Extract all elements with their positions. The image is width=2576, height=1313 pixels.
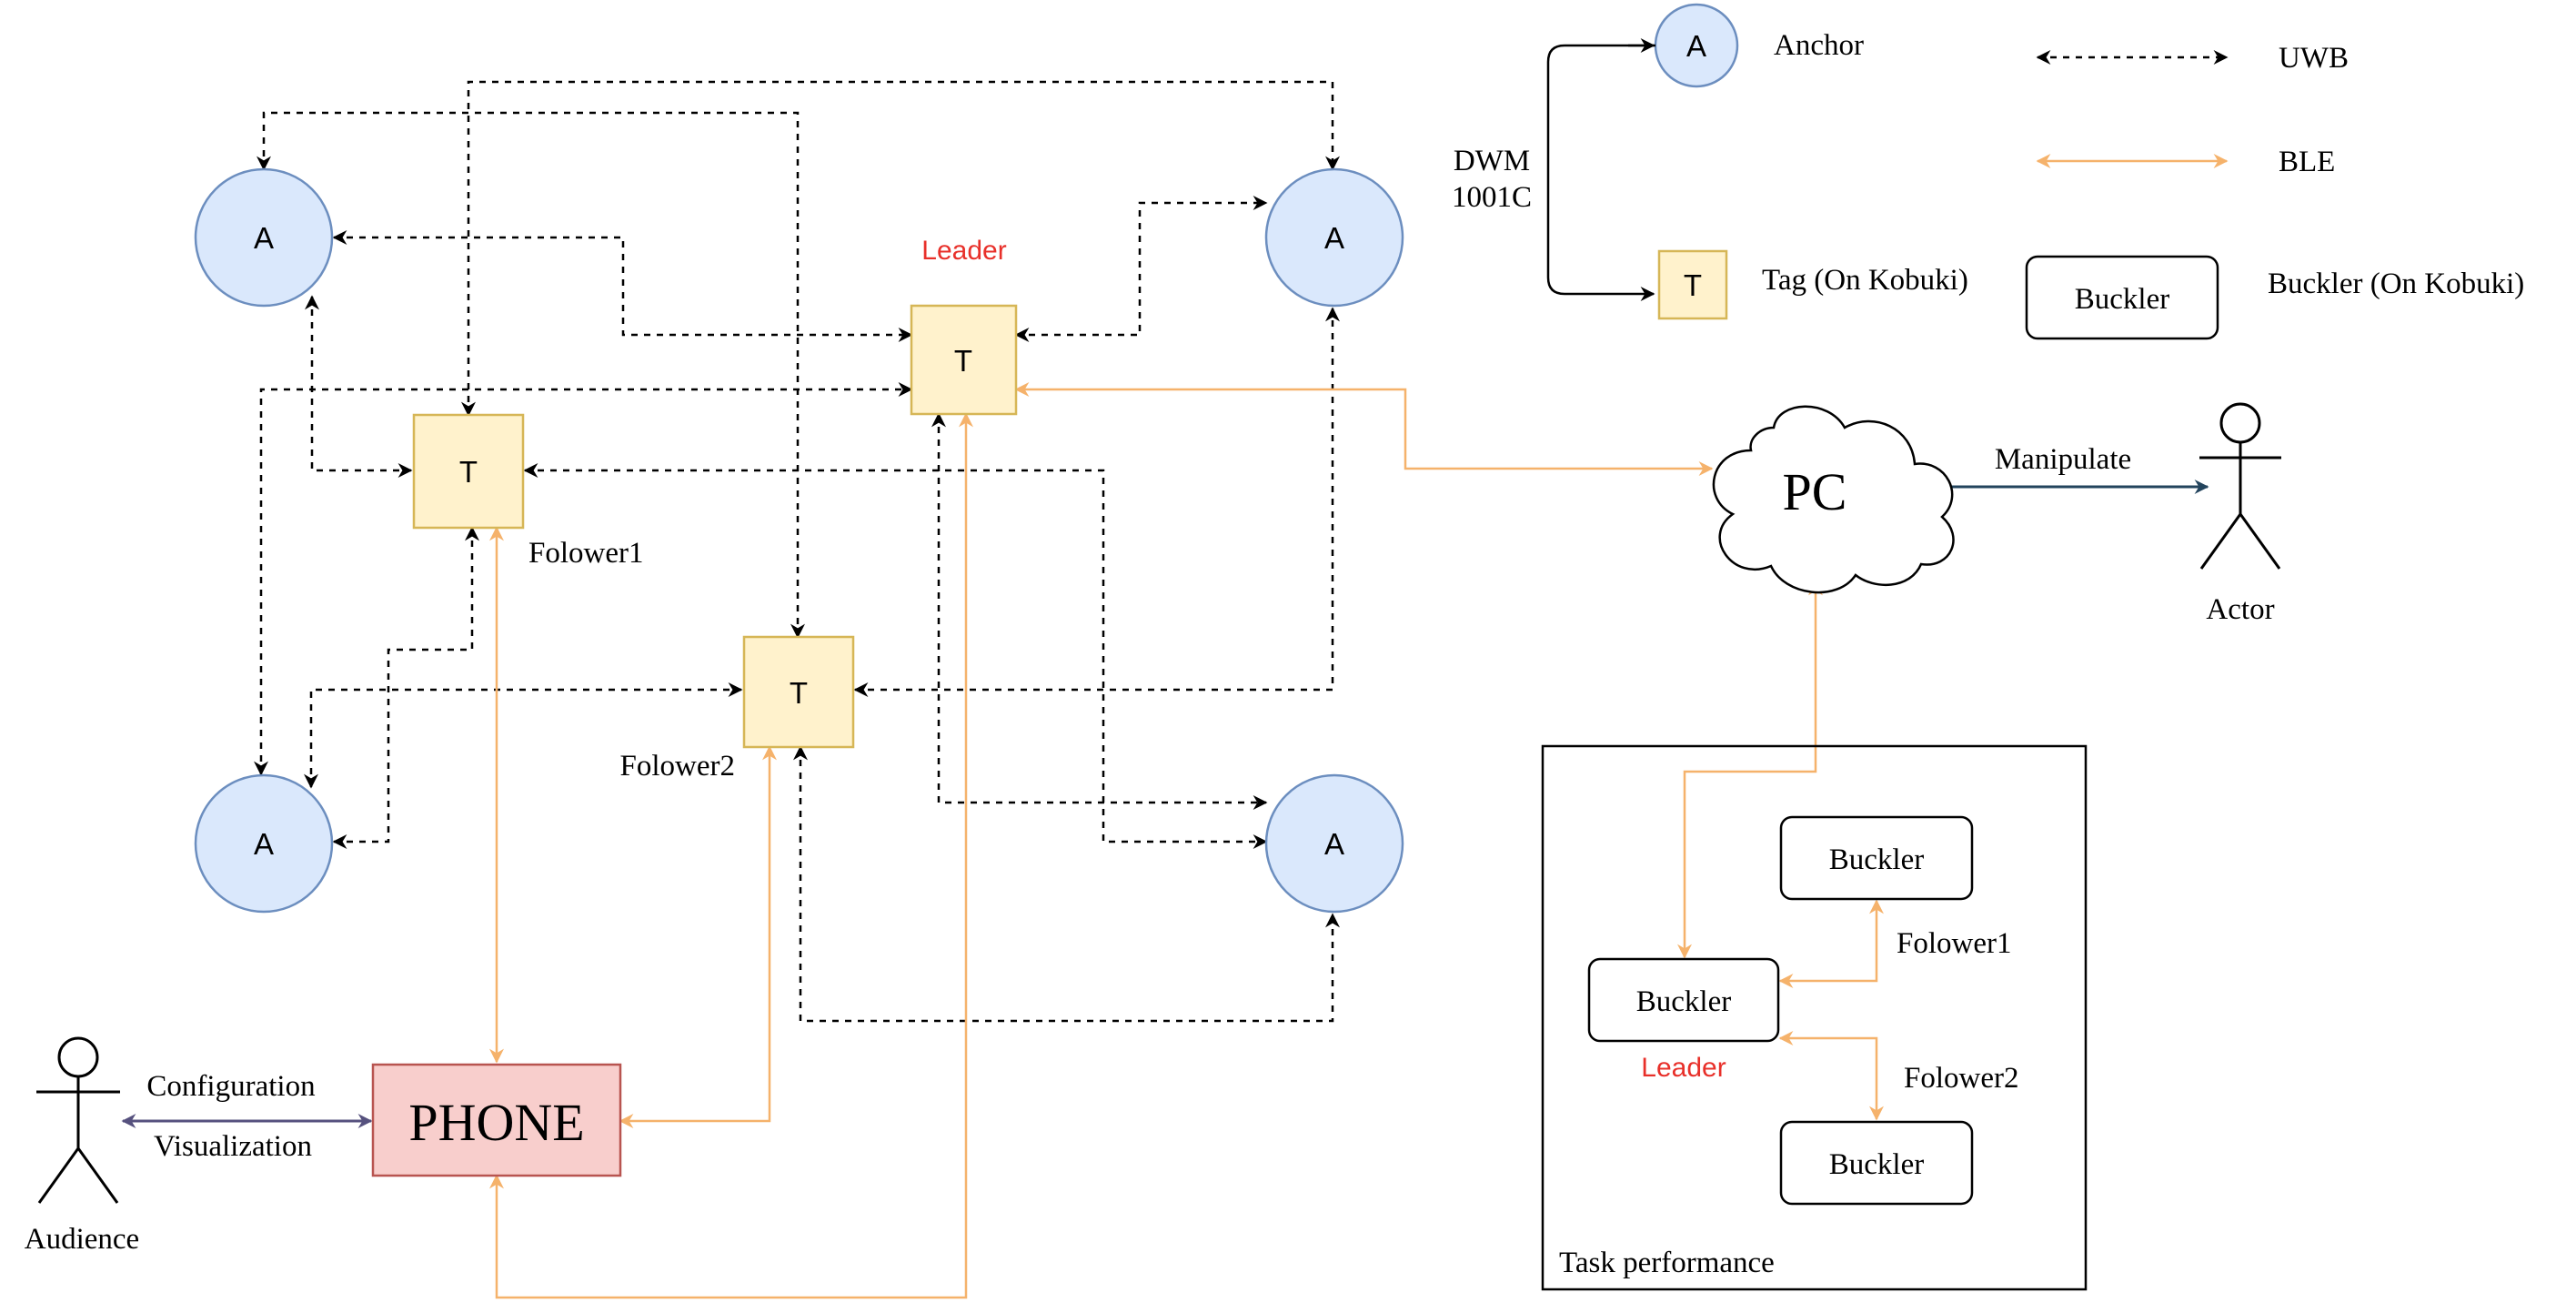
legend-buckler-label: Buckler (On Kobuki) — [2268, 268, 2524, 300]
uwb-link-leader-top-right-anchor — [1014, 196, 1268, 342]
ble-link-pc-task-leader — [1677, 581, 1823, 959]
task-leader-label: Leader — [1641, 1053, 1726, 1083]
anchor-label: A — [254, 221, 274, 255]
task-follower2-label: Folower2 — [1904, 1062, 2019, 1095]
task-buckler-leader — [1587, 957, 1780, 1043]
buckler-label: Buckler — [1829, 1148, 1924, 1181]
legend-anchor-label: Anchor — [1774, 29, 1864, 62]
task-performance-title: Task performance — [1559, 1247, 1775, 1279]
anchor-label: A — [1324, 827, 1344, 861]
manipulate-label: Manipulate — [1995, 443, 2131, 476]
anchor-bottom-right: A — [1264, 773, 1404, 914]
ble-link-leader-pc — [1014, 382, 1714, 476]
visualization-label: Visualization — [154, 1130, 312, 1163]
legend-buckler-symbol — [2025, 255, 2219, 340]
uwb-connections — [254, 80, 1340, 1023]
audience-label: Audience — [25, 1223, 139, 1256]
anchor-label: A — [254, 827, 274, 861]
legend-tag-symbol-text: T — [1684, 268, 1702, 302]
legend-buckler-symbol-text: Buckler — [2075, 283, 2169, 316]
tag-label: T — [954, 344, 972, 378]
uwb-link-top-left-anchor-leader — [332, 230, 913, 342]
phone-label: PHONE — [408, 1093, 584, 1152]
pc-cloud-shape — [1712, 405, 1955, 594]
uwb-link-top-left-anchor-f2 — [257, 111, 805, 639]
uwb-link-f1-top-right-anchor — [461, 80, 1340, 417]
ble-link-f2-phone — [619, 745, 777, 1128]
buckler-label: Buckler — [1636, 985, 1731, 1018]
legend-dwm-bracket — [1546, 44, 1655, 301]
actor-figure-icon — [2199, 402, 2281, 570]
tag-label: T — [459, 455, 478, 489]
tag-follower1: T — [412, 413, 525, 530]
legend-module-line2: 1001C — [1452, 181, 1532, 214]
uwb-link-f2-bottom-right-anchor — [793, 745, 1340, 1023]
task-follower1-label: Folower1 — [1897, 927, 2012, 960]
ble-link-leader-phone — [489, 412, 973, 1299]
pc-label: PC — [1783, 462, 1847, 521]
leader-label: Leader — [921, 236, 1006, 266]
pc-node: PC — [1712, 405, 1955, 594]
legend-uwb-label: UWB — [2279, 42, 2349, 75]
anchor-top-left: A — [194, 167, 334, 308]
uwb-link-bottom-left-anchor-leader — [254, 382, 913, 776]
follower2-label: Folower2 — [620, 750, 736, 783]
ble-connections — [489, 382, 1884, 1299]
tag-label: T — [790, 676, 808, 710]
legend-tag-label: Tag (On Kobuki) — [1762, 264, 1968, 297]
uwb-link-f1-bottom-right-anchor — [523, 463, 1268, 849]
ble-link-task-leader-follower1 — [1778, 899, 1884, 988]
configuration-label: Configuration — [146, 1070, 315, 1103]
anchor-top-right: A — [1264, 167, 1404, 308]
legend-ble-label: BLE — [2279, 146, 2335, 178]
audience-figure-icon — [36, 1036, 120, 1204]
tag-leader: T — [910, 304, 1018, 416]
legend: A Anchor DWM 1001C T Tag (On Kobuki) UWB… — [1452, 3, 2524, 340]
task-buckler-follower2 — [1779, 1120, 1974, 1206]
task-buckler-follower1 — [1779, 815, 1974, 901]
anchor-bottom-left: A — [194, 773, 334, 914]
buckler-label: Buckler — [1829, 843, 1924, 876]
legend-anchor-symbol-text: A — [1686, 29, 1706, 63]
phone-node: PHONE — [371, 1063, 622, 1177]
uwb-link-f1-bottom-bottom-left-anchor — [332, 526, 479, 849]
legend-tag-symbol — [1657, 249, 1728, 320]
legend-module-line1: DWM — [1454, 145, 1530, 177]
actor-label: Actor — [2206, 593, 2274, 626]
anchor-label: A — [1324, 221, 1344, 255]
task-performance-panel: Task performance Buckler Buckler Buckler… — [1541, 744, 2088, 1291]
follower1-label: Folower1 — [528, 537, 644, 570]
ble-link-task-leader-follower2 — [1778, 1031, 1884, 1121]
tag-follower2: T — [742, 635, 855, 749]
uwb-link-top-left-anchor-f1 — [305, 295, 413, 478]
